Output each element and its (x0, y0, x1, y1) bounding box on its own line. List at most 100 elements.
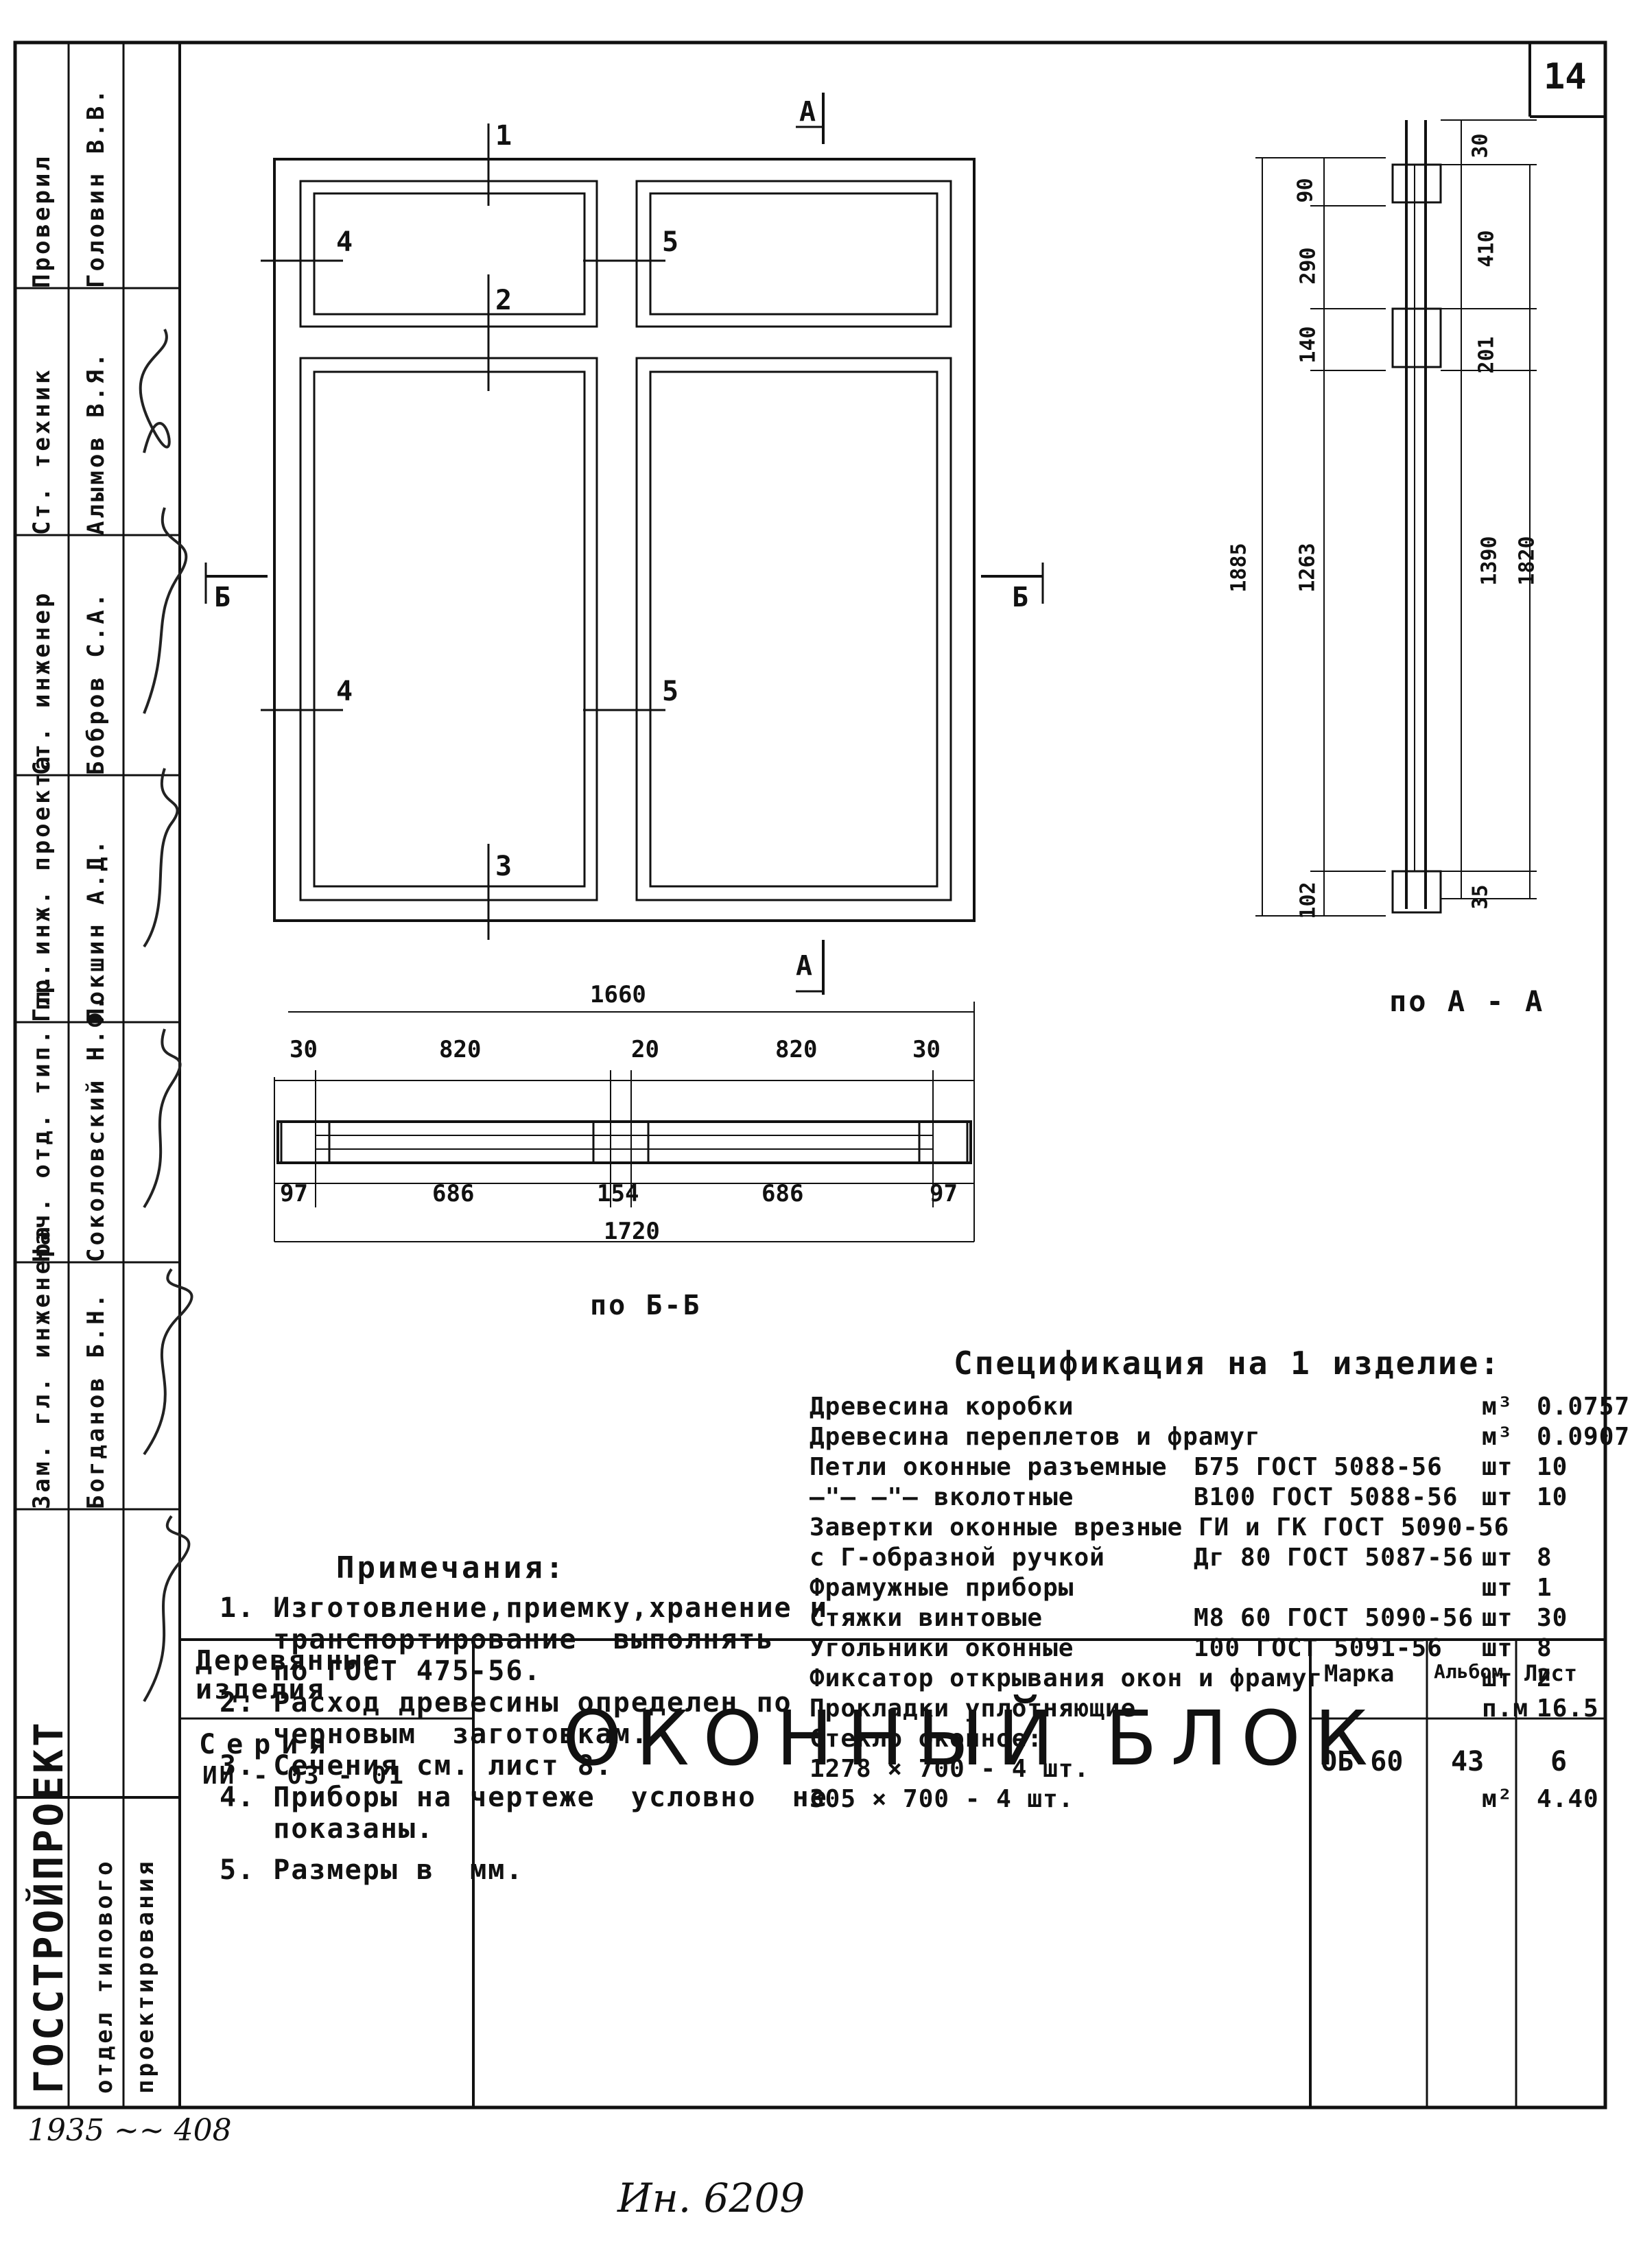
spec-unit: п.м (1482, 1694, 1529, 1723)
title-block-sheet-label: Лист (1524, 1660, 1578, 1686)
cut-mark-a-bottom: А (796, 950, 813, 982)
section-label-4-top: 4 (336, 226, 353, 258)
spec-row: Стекло оконное: (810, 1725, 1598, 1755)
spec-name: 305 × 700 - 4 шт. (810, 1785, 1074, 1813)
spec-row: 1278 × 700 - 4 шт. (810, 1755, 1598, 1785)
plan-dim-bottom-4: 686 (761, 1180, 804, 1207)
side-dim-1390: 1390 (1477, 536, 1502, 586)
plan-dim-top-5: 30 (912, 1036, 941, 1063)
section-label-5-bottom: 5 (662, 676, 679, 707)
spec-qty: 2 (1537, 1664, 1552, 1692)
title-block-album-label: Альбом (1434, 1660, 1504, 1683)
stamp-dept2: проектирования (132, 1858, 159, 2094)
plan-dim-bottom-5: 97 (930, 1180, 958, 1207)
spec-qty: 4.40 (1537, 1785, 1599, 1813)
title-block-sheet: 6 (1550, 1746, 1568, 1777)
spec-unit: м² (1482, 1785, 1513, 1813)
plan-dim-bottom-2: 686 (432, 1180, 475, 1207)
cut-mark-a-top: А (799, 96, 816, 128)
stamp-role: Проверил (28, 154, 56, 288)
note-line: 2. Расход древесины определен по (220, 1687, 792, 1718)
spec-qty: 30 (1537, 1604, 1568, 1632)
spec-name: —"— —"— вколотные (810, 1483, 1074, 1511)
spec-name: Прокладки уплотняющие (810, 1694, 1137, 1723)
stamp-role: Ст. инженер (28, 590, 56, 775)
stamp-role: Зам. гл. инженера (28, 1224, 56, 1509)
spec-name: Стекло оконное: (810, 1725, 1043, 1753)
spec-name: Фрамужные приборы (810, 1574, 1074, 1602)
title-block-series-label: Серия (199, 1729, 337, 1760)
spec-name: Стяжки винтовые (810, 1604, 1043, 1632)
plan-dim-overall-top: 1660 (590, 981, 646, 1008)
sheet-number: 14 (1544, 56, 1587, 97)
section-label-3: 3 (495, 851, 512, 882)
side-dim-1885: 1885 (1227, 543, 1251, 593)
spec-unit: м³ (1482, 1393, 1513, 1421)
note-line: 1. Изготовление,приемку,хранение и (220, 1592, 828, 1624)
signatures (139, 329, 193, 1703)
note-line: черновым заготовкам. (220, 1718, 649, 1750)
spec-unit: шт (1482, 1453, 1513, 1481)
spec-row: Завертки оконные врезные ГИ и ГК ГОСТ 50… (810, 1513, 1598, 1544)
title-block-album: 43 (1451, 1746, 1485, 1777)
stamp-dept: отдел типового (91, 1858, 118, 2094)
spec-qty: 8 (1537, 1634, 1552, 1662)
spec-qty: 0.0907 (1537, 1423, 1630, 1451)
side-dim-140: 140 (1296, 326, 1321, 364)
spec-row: Прокладки уплотняющие п.м 16.5 (810, 1694, 1598, 1725)
plan-dim-top-4: 820 (775, 1036, 818, 1063)
note-line: транспортирование выполнять (220, 1624, 775, 1655)
section-label-5-top: 5 (662, 226, 679, 258)
spec-standard: Б75 ГОСТ 5088-56 (1194, 1453, 1443, 1481)
spec-unit: шт (1482, 1664, 1513, 1692)
plan-dim-top-2: 820 (439, 1036, 482, 1063)
section-label-2: 2 (495, 285, 512, 316)
side-dim-35: 35 (1468, 884, 1493, 910)
note-line: показаны. (220, 1813, 434, 1845)
side-dim-410: 410 (1474, 230, 1499, 268)
title-block-series: ИИ - 03 - 01 (202, 1762, 406, 1790)
spec-qty: 10 (1537, 1453, 1568, 1481)
spec-row: 305 × 700 - 4 шт. м² 4.40 (810, 1785, 1598, 1815)
spec-standard: М8 60 ГОСТ 5090-56 (1194, 1604, 1474, 1632)
cut-mark-b-left: Б (214, 582, 231, 613)
plan-dim-top-3: 20 (631, 1036, 659, 1063)
notes-title: Примечания: (336, 1550, 567, 1585)
side-dim-30: 30 (1468, 133, 1493, 158)
side-dim-90: 90 (1293, 178, 1318, 203)
handwritten-inventory-number: Ин. 6209 (617, 2175, 805, 2221)
stamp-name: Головин В.В. (82, 86, 110, 288)
spec-name: с Г-образной ручкой (810, 1544, 1105, 1572)
stamp-name: Локшин А.Д. (82, 837, 110, 1022)
plan-view-title: по Б-Б (590, 1290, 702, 1321)
spec-name: Угольники оконные (810, 1634, 1074, 1662)
spec-unit: шт (1482, 1634, 1513, 1662)
stamp-name: Бобров С.А. (82, 590, 110, 775)
stamp-role: Ст. техник (28, 367, 56, 535)
spec-qty: 10 (1537, 1483, 1568, 1511)
note-line: 5. Размеры в мм. (220, 1854, 524, 1886)
spec-name: Петли оконные разъемные (810, 1453, 1168, 1481)
spec-name: Фиксатор открывания окон и фрамуг (810, 1664, 1323, 1692)
section-label-4-bottom: 4 (336, 676, 353, 707)
spec-row: Фрамужные приборы шт 1 (810, 1574, 1598, 1604)
spec-qty: 16.5 (1537, 1694, 1599, 1723)
spec-qty: 1 (1537, 1574, 1552, 1602)
title-block-mark: ОБ 60 (1321, 1746, 1404, 1777)
plan-dim-bottom-1: 97 (280, 1180, 308, 1207)
stamp-org: ГОССТРОЙПРОЕКТ (25, 1720, 72, 2094)
spec-unit: шт (1482, 1574, 1513, 1602)
side-dim-1263: 1263 (1295, 543, 1320, 593)
stamp-name: Богданов Б.Н. (82, 1290, 110, 1509)
spec-qty: 8 (1537, 1544, 1552, 1572)
spec-name: 1278 × 700 - 4 шт. (810, 1755, 1090, 1783)
handwritten-archive-number: 1935 ~~ 408 (27, 2113, 232, 2148)
spec-name: Древесина переплетов и фрамуг (810, 1423, 1261, 1451)
